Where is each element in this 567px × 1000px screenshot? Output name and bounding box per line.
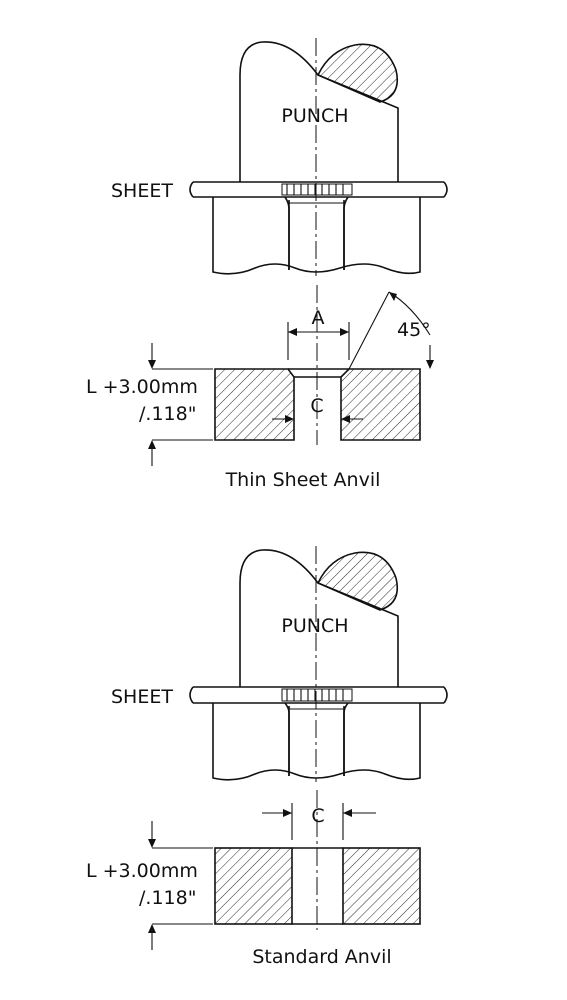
bottom-sheet-label: SHEET bbox=[111, 686, 173, 708]
top-sheet-label: SHEET bbox=[111, 180, 173, 202]
top-anvil-block bbox=[214, 368, 421, 441]
top-punch-label: PUNCH bbox=[281, 105, 348, 127]
top-punch bbox=[239, 41, 399, 182]
top-dim-thickness bbox=[148, 343, 213, 466]
bottom-fastener bbox=[281, 688, 353, 776]
top-dim-a bbox=[287, 322, 350, 360]
top-dim-angle-label: 45° bbox=[397, 319, 431, 341]
top-thickness-line2: /.118" bbox=[139, 403, 196, 425]
bottom-punch-label: PUNCH bbox=[281, 615, 348, 637]
bottom-sheet bbox=[189, 686, 448, 704]
top-dim-c bbox=[272, 415, 363, 423]
bottom-dim-c bbox=[262, 803, 376, 840]
bottom-caption: Standard Anvil bbox=[252, 946, 391, 968]
top-dim-angle bbox=[348, 291, 434, 370]
top-sheet bbox=[189, 181, 448, 198]
top-thickness-line1: L +3.00mm bbox=[86, 376, 198, 398]
bottom-thickness-line1: L +3.00mm bbox=[86, 860, 198, 882]
bottom-dim-c-label: C bbox=[311, 805, 324, 827]
top-caption: Thin Sheet Anvil bbox=[225, 469, 381, 491]
bottom-thickness-line2: /.118" bbox=[139, 887, 196, 909]
bottom-dim-thickness bbox=[148, 821, 213, 950]
top-dim-a-label: A bbox=[312, 307, 325, 329]
bottom-punch bbox=[239, 549, 399, 687]
